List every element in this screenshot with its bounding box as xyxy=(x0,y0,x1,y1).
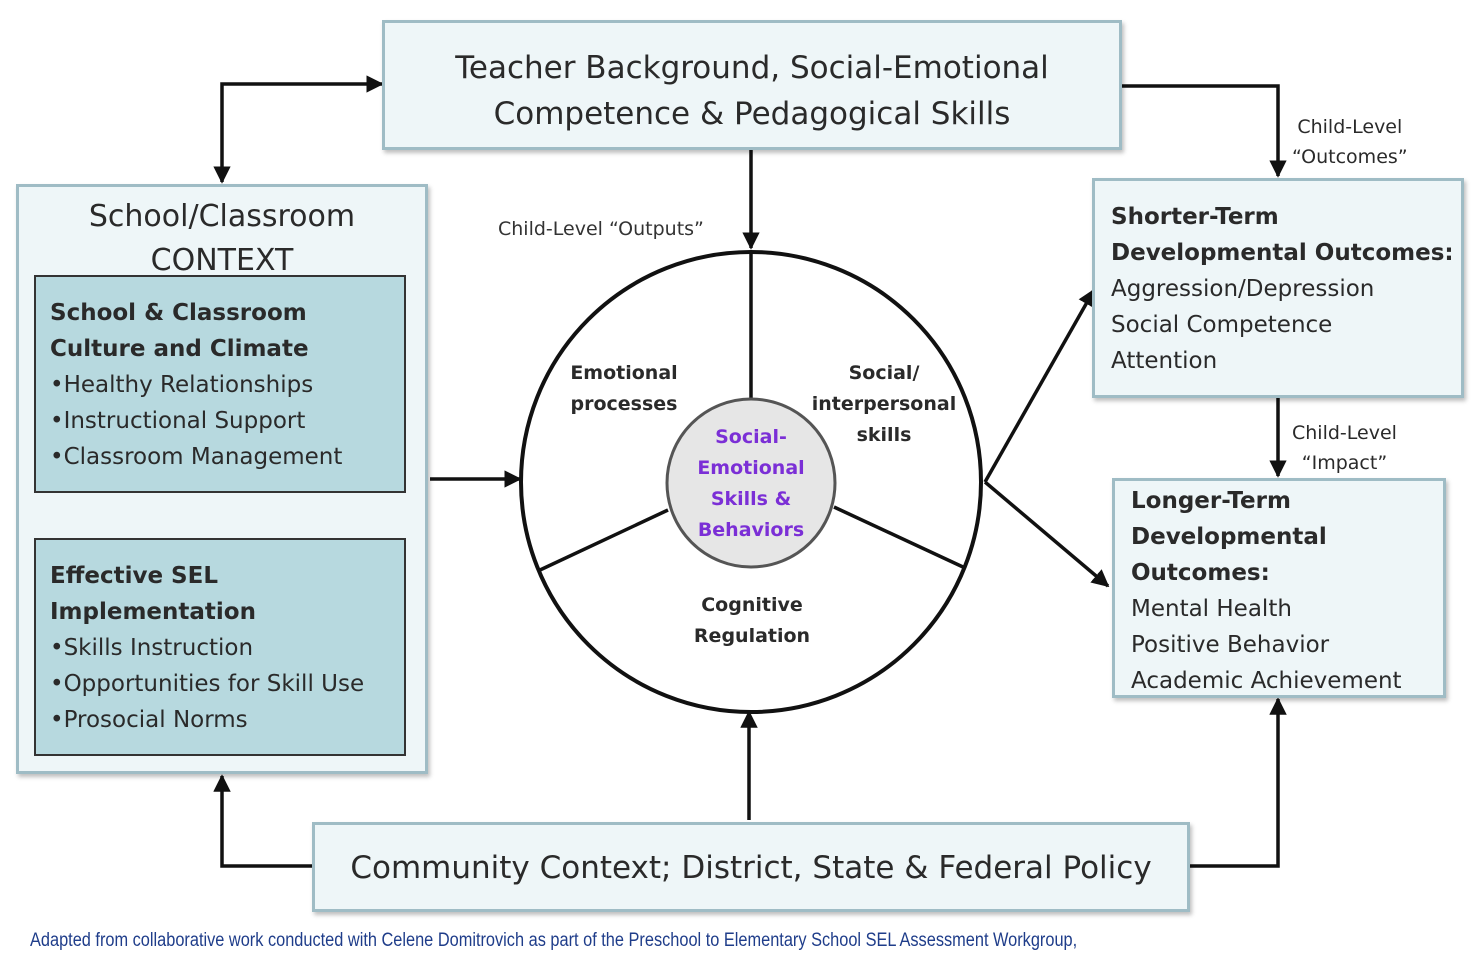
teacher-background-box: Teacher Background, Social-Emotional Com… xyxy=(382,20,1122,150)
longer-heading-1: Longer-Term xyxy=(1131,488,1291,514)
teacher-school-connector xyxy=(213,75,384,184)
sel-item: •Prosocial Norms xyxy=(50,707,248,733)
longer-term-outcomes-box: Longer-Term Developmental Outcomes: Ment… xyxy=(1112,478,1446,698)
center-line-4: Behaviors xyxy=(697,519,805,541)
impact-label: Child-Level “Impact” xyxy=(1292,418,1397,478)
teacher-line-1: Teacher Background, Social-Emotional xyxy=(455,50,1049,86)
school-title-line-2: CONTEXT xyxy=(150,243,294,278)
emotional-processes-label: Emotional processes xyxy=(556,358,692,420)
circle-divider-right xyxy=(833,505,964,569)
school-title-line-1: School/Classroom xyxy=(88,199,356,234)
center-skills-label: Social- Emotional Skills & Behaviors xyxy=(681,422,821,546)
teacher-to-shorter-arrow xyxy=(1122,84,1287,178)
longer-heading-3: Outcomes: xyxy=(1131,560,1270,586)
shorter-heading-2: Developmental Outcomes: xyxy=(1111,240,1454,266)
impact-label-line-2: “Impact” xyxy=(1301,452,1388,474)
cognitive-regulation-label: Cognitive Regulation xyxy=(680,590,824,652)
outputs-label-text: Child-Level “Outputs” xyxy=(498,218,704,240)
emotional-line-2: processes xyxy=(570,393,678,415)
shorter-heading-1: Shorter-Term xyxy=(1111,204,1279,230)
sel-item: •Opportunities for Skill Use xyxy=(50,671,365,697)
longer-heading-2: Developmental xyxy=(1131,524,1327,550)
sel-heading-2: Implementation xyxy=(50,599,256,625)
longer-item: Positive Behavior xyxy=(1131,632,1330,658)
social-line-2: interpersonal xyxy=(811,393,957,415)
circle-to-shorter-arrow xyxy=(983,288,1096,483)
center-line-1: Social- xyxy=(715,426,787,448)
community-text: Community Context; District, State & Fed… xyxy=(350,850,1152,886)
culture-item: •Healthy Relationships xyxy=(50,372,314,398)
longer-item: Mental Health xyxy=(1131,596,1292,622)
social-line-3: skills xyxy=(856,424,912,446)
outcomes-label-line-2: “Outcomes” xyxy=(1292,146,1408,168)
cognitive-line-2: Regulation xyxy=(693,625,811,647)
emotional-line-1: Emotional xyxy=(570,362,678,384)
center-line-2: Emotional xyxy=(697,457,805,479)
teacher-line-2: Competence & Pedagogical Skills xyxy=(493,96,1011,132)
shorter-term-outcomes-box: Shorter-Term Developmental Outcomes: Agg… xyxy=(1092,178,1464,398)
impact-label-line-1: Child-Level xyxy=(1292,422,1397,444)
social-interpersonal-label: Social/ interpersonal skills xyxy=(806,358,962,451)
outputs-label: Child-Level “Outputs” xyxy=(498,214,704,244)
circle-to-longer-arrow xyxy=(983,480,1110,588)
center-line-3: Skills & xyxy=(710,488,792,510)
sel-item: •Skills Instruction xyxy=(50,635,254,661)
shorter-item: Aggression/Depression xyxy=(1111,276,1375,302)
sel-heading-1: Effective SEL xyxy=(50,563,218,589)
culture-heading-1: School & Classroom xyxy=(50,300,307,326)
community-to-longer-arrow xyxy=(1190,697,1287,868)
social-line-1: Social/ xyxy=(848,362,920,384)
culture-heading-2: Culture and Climate xyxy=(50,336,309,362)
community-context-box: Community Context; District, State & Fed… xyxy=(312,822,1190,912)
longer-item: Academic Achievement xyxy=(1131,668,1402,694)
circle-divider-left xyxy=(539,508,669,572)
community-to-school-arrow xyxy=(213,774,312,868)
shorter-item: Social Competence xyxy=(1111,312,1333,338)
footnote: Adapted from collaborative work conducte… xyxy=(30,930,1078,951)
culture-item: •Classroom Management xyxy=(50,444,343,470)
cognitive-line-1: Cognitive xyxy=(701,594,803,616)
center-circle xyxy=(665,397,837,569)
sel-implementation-box: Effective SEL Implementation •Skills Ins… xyxy=(34,538,406,756)
culture-climate-box: School & Classroom Culture and Climate •… xyxy=(34,275,406,493)
culture-item: •Instructional Support xyxy=(50,408,306,434)
outcomes-label: Child-Level “Outcomes” xyxy=(1292,112,1408,172)
shorter-item: Attention xyxy=(1111,348,1218,374)
outcomes-label-line-1: Child-Level xyxy=(1297,116,1403,138)
